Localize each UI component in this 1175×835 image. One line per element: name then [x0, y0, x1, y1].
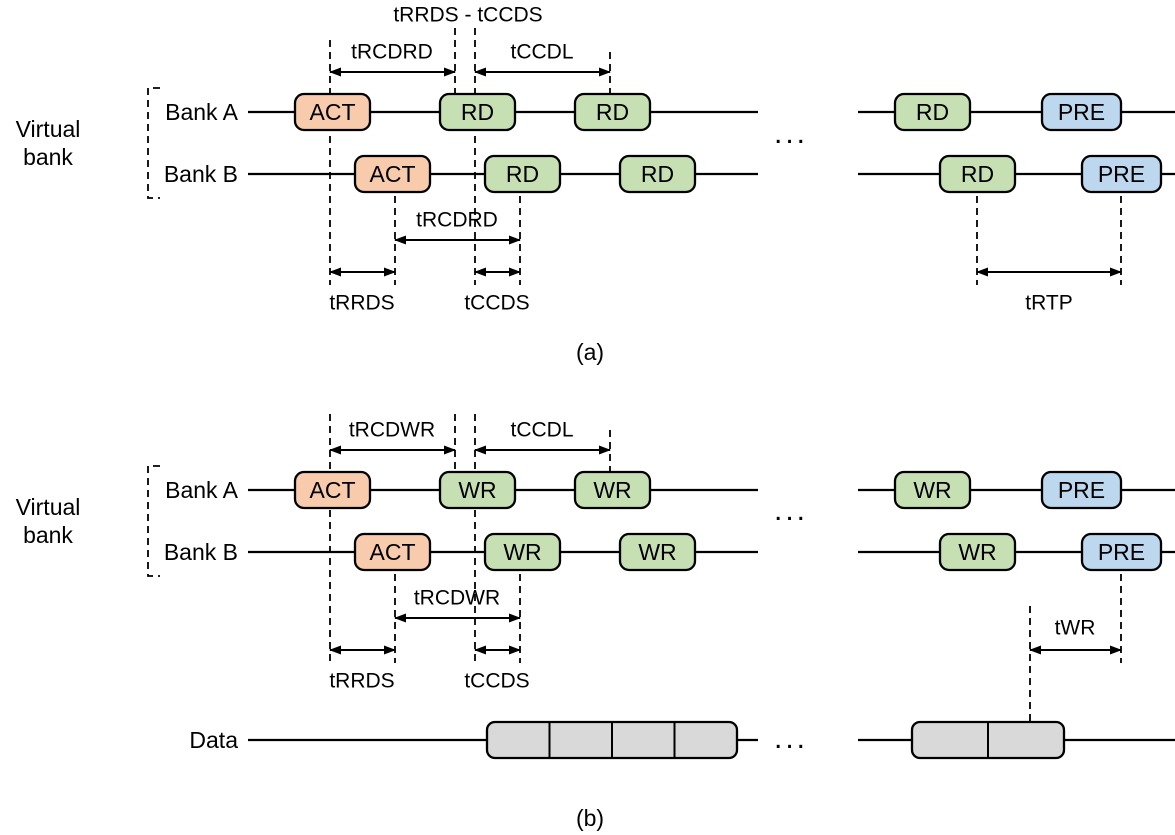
tccdl-label: tCCDL	[510, 41, 573, 64]
virtual-bank-bracket	[147, 87, 160, 199]
twr-label: tWR	[1055, 617, 1096, 640]
trrds-label: tRRDS	[329, 292, 394, 315]
tccdl-label: tCCDL	[510, 419, 573, 442]
ellipsis-data: ...	[774, 722, 808, 755]
rd-box-label: RD	[596, 99, 629, 125]
wr-box	[483, 532, 562, 572]
wr-command-3-bank-b: WR	[938, 532, 1017, 572]
bank-b-label: Bank B	[164, 161, 238, 187]
virtual-bank-label-line2: bank	[23, 522, 73, 548]
wr-command-1-bank-b: WR	[483, 532, 562, 572]
act-box	[293, 92, 372, 132]
tccds-label: tCCDS	[464, 670, 529, 693]
bank-a-label: Bank A	[165, 99, 239, 125]
pre-box-label: PRE	[1098, 161, 1145, 187]
virtual-bank-bracket	[147, 465, 160, 577]
rd-command-2-bank-a: RD	[573, 92, 652, 132]
act-command-bank-b: ACT	[353, 154, 432, 194]
wr-box-label: WR	[593, 477, 631, 503]
rd-command-3-bank-b: RD	[938, 154, 1017, 194]
act-box	[353, 154, 432, 194]
rd-command-2-bank-b: RD	[618, 154, 697, 194]
pre-box	[1080, 532, 1163, 572]
act-box-label: ACT	[310, 99, 356, 125]
caption-b: (b)	[576, 805, 604, 831]
trcdwr-label-bank-a: tRCDWR	[349, 419, 435, 442]
wr-box	[438, 470, 517, 510]
virtual-bank-label-line1: Virtual	[16, 494, 81, 520]
rd-command-1-bank-a: RD	[438, 92, 517, 132]
trrds-label: tRRDS	[329, 670, 394, 693]
rd-box-label: RD	[641, 161, 674, 187]
act-box-label: ACT	[370, 539, 416, 565]
act-box-label: ACT	[370, 161, 416, 187]
rd-box	[483, 154, 562, 194]
trcdrd-label-bank-b: tRCDRD	[416, 209, 498, 232]
wr-box	[573, 470, 652, 510]
wr-box-label: WR	[638, 539, 676, 565]
wr-box-label: WR	[913, 477, 951, 503]
act-command-bank-a: ACT	[293, 470, 372, 510]
rd-box-label: RD	[961, 161, 994, 187]
wr-command-1-bank-a: WR	[438, 470, 517, 510]
act-box	[293, 470, 372, 510]
data-burst-1	[485, 720, 739, 760]
wr-box-label: WR	[958, 539, 996, 565]
pre-box-label: PRE	[1098, 539, 1145, 565]
bank-a-label: Bank A	[165, 477, 239, 503]
virtual-bank-label-line2: bank	[23, 144, 73, 170]
wr-command-3-bank-a: WR	[893, 470, 972, 510]
wr-command-2-bank-a: WR	[573, 470, 652, 510]
rd-box	[573, 92, 652, 132]
wr-box	[893, 470, 972, 510]
caption-a: (a)	[576, 339, 604, 365]
pre-box-label: PRE	[1058, 99, 1105, 125]
virtual-bank-label-line1: Virtual	[16, 116, 81, 142]
wr-command-2-bank-b: WR	[618, 532, 697, 572]
wr-box	[938, 532, 1017, 572]
trtp-label: tRTP	[1025, 292, 1072, 315]
rd-box-label: RD	[461, 99, 494, 125]
trcdwr-label-bank-b: tRCDWR	[414, 587, 500, 610]
pre-box	[1040, 92, 1123, 132]
data-row-label: Data	[189, 727, 238, 753]
ellipsis-banks: ...	[774, 117, 808, 150]
panel-b: Virtual bank Bank A Bank B ACT WR WR	[16, 414, 1175, 831]
ellipsis-banks: ...	[774, 494, 808, 527]
rd-command-3-bank-a: RD	[893, 92, 972, 132]
wr-box-label: WR	[458, 477, 496, 503]
act-box	[353, 532, 432, 572]
rd-box	[618, 154, 697, 194]
pre-command-bank-a: PRE	[1040, 470, 1123, 510]
rd-box	[438, 92, 517, 132]
pre-box	[1080, 154, 1163, 194]
wr-box-label: WR	[503, 539, 541, 565]
rd-command-1-bank-b: RD	[483, 154, 562, 194]
pre-box-label: PRE	[1058, 477, 1105, 503]
trrds-minus-tccds-annotation: tRRDS - tCCDS	[393, 4, 542, 27]
bank-b-label: Bank B	[164, 539, 238, 565]
pre-command-bank-b: PRE	[1080, 154, 1163, 194]
pre-command-bank-b: PRE	[1080, 532, 1163, 572]
rd-box-label: RD	[506, 161, 539, 187]
pre-command-bank-a: PRE	[1040, 92, 1123, 132]
tccds-label: tCCDS	[464, 292, 529, 315]
trcdrd-label-bank-a: tRCDRD	[351, 41, 433, 64]
act-command-bank-a: ACT	[293, 92, 372, 132]
rd-box	[938, 154, 1017, 194]
rd-box-label: RD	[916, 99, 949, 125]
act-command-bank-b: ACT	[353, 532, 432, 572]
rd-box	[893, 92, 972, 132]
act-box-label: ACT	[310, 477, 356, 503]
pre-box	[1040, 470, 1123, 510]
data-burst-2	[910, 720, 1066, 760]
panel-a: Virtual bank Bank A Bank B ACT RD RD	[16, 4, 1175, 365]
wr-box	[618, 532, 697, 572]
